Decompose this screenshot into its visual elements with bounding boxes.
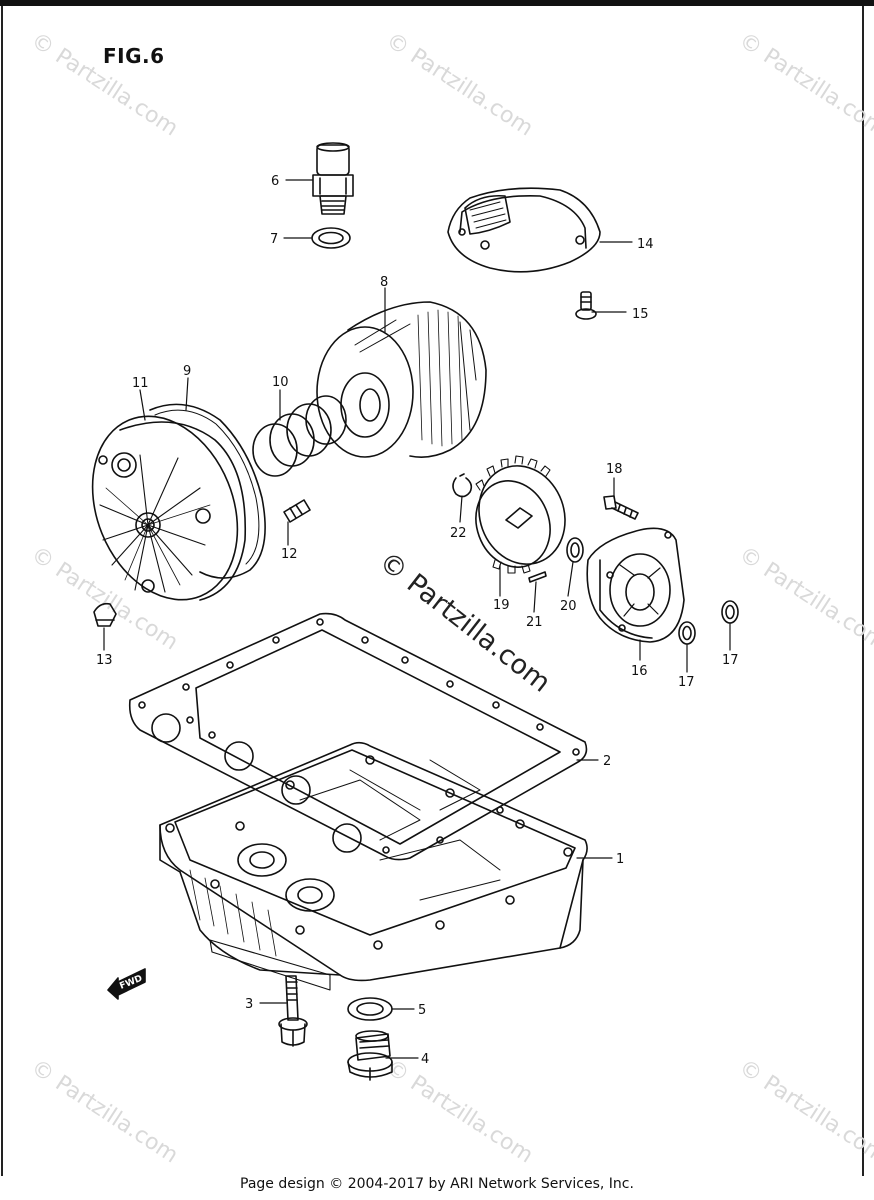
part-3-bolt[interactable]: [278, 975, 308, 1047]
callout-8: 8: [380, 275, 388, 290]
part-22-circlip[interactable]: [452, 473, 473, 498]
callout-13: 13: [96, 653, 113, 668]
callout-2: 2: [603, 754, 611, 769]
part-14-cover[interactable]: [447, 187, 601, 273]
part-2-gasket[interactable]: [128, 612, 588, 861]
callout-6: 6: [271, 174, 279, 189]
part-13-cap-nut[interactable]: [93, 602, 117, 627]
callout-22: 22: [450, 526, 467, 541]
part-10-spring[interactable]: [252, 395, 347, 477]
callout-17a: 17: [678, 675, 695, 690]
part-7-washer[interactable]: [311, 227, 351, 249]
part-18-bolt[interactable]: [603, 495, 639, 520]
fwd-arrow-icon: FWD: [107, 968, 146, 1000]
callout-9: 9: [183, 364, 191, 379]
left-border: [1, 6, 3, 1176]
callout-16: 16: [631, 664, 648, 679]
callout-10: 10: [272, 375, 289, 390]
part-1-oil-pan[interactable]: [159, 741, 588, 991]
part-15-bolt[interactable]: [575, 291, 597, 320]
callout-21: 21: [526, 615, 543, 630]
part-21-pin[interactable]: [528, 571, 547, 583]
top-border: [0, 0, 874, 6]
callout-1: 1: [616, 852, 624, 867]
part-4-drain-plug[interactable]: [347, 1030, 393, 1081]
callout-4: 4: [421, 1052, 429, 1067]
callout-5: 5: [418, 1003, 426, 1018]
callout-labels: 1 2 3 4 5 6 7 8 9 10 11 12 13 14 15 16 1…: [96, 174, 739, 1067]
right-border: [862, 6, 864, 1176]
part-8-oil-filter[interactable]: [316, 301, 487, 458]
callout-17b: 17: [722, 653, 739, 668]
callout-11: 11: [132, 376, 149, 391]
callout-12: 12: [281, 547, 298, 562]
callout-20: 20: [560, 599, 577, 614]
callout-19: 19: [493, 598, 510, 613]
part-17-o-ring[interactable]: [678, 600, 739, 645]
leader-lines: [103, 179, 731, 1059]
part-6-oil-pressure-switch[interactable]: [312, 142, 354, 215]
callout-14: 14: [637, 237, 654, 252]
part-16-oil-pump[interactable]: [586, 527, 685, 643]
callout-18: 18: [606, 462, 623, 477]
callout-15: 15: [632, 307, 649, 322]
callout-7: 7: [270, 232, 278, 247]
part-20-o-ring[interactable]: [566, 537, 584, 563]
figure-title: FIG.6: [103, 44, 165, 68]
callout-3: 3: [245, 997, 253, 1012]
part-11-filter-cover[interactable]: [66, 394, 263, 621]
part-12-stud[interactable]: [283, 499, 311, 523]
part-5-washer[interactable]: [347, 997, 393, 1021]
part-9-gasket[interactable]: [149, 403, 266, 579]
page-footer: Page design © 2004-2017 by ARI Network S…: [240, 1176, 634, 1192]
part-19-gear[interactable]: [464, 454, 578, 578]
